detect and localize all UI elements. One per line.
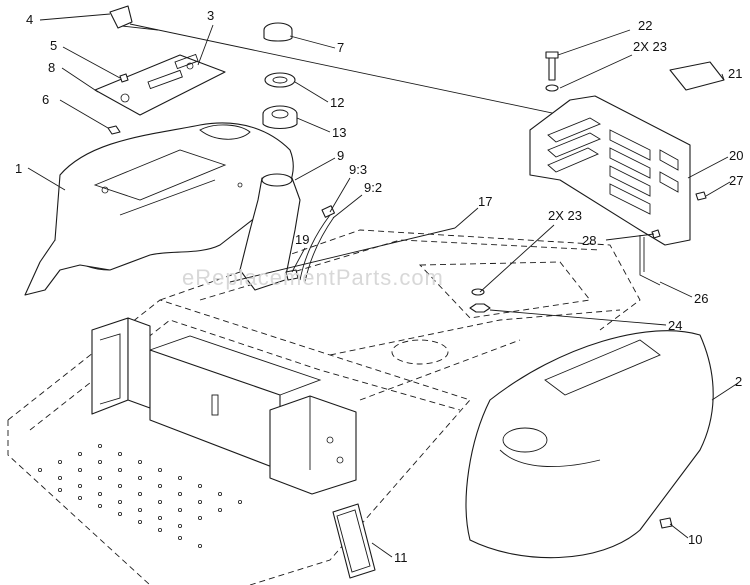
part-26-hook-rod xyxy=(639,235,661,286)
leader-lines xyxy=(27,13,739,558)
callout-2: 2 xyxy=(735,374,742,389)
callout-23-top: 2X 23 xyxy=(633,39,667,54)
part-11-decal xyxy=(332,503,376,579)
part-3-control-panel xyxy=(94,53,226,116)
callout-24: 24 xyxy=(668,318,682,333)
callout-9-2: 9:2 xyxy=(364,180,382,195)
part-5-screw xyxy=(119,73,129,83)
callout-1: 1 xyxy=(15,161,22,176)
part-22-bolt xyxy=(545,51,559,81)
part-1-fender-pod xyxy=(24,122,294,296)
callout-9: 9 xyxy=(337,148,344,163)
fuel-line xyxy=(299,205,335,283)
callout-5: 5 xyxy=(50,38,57,53)
callout-7: 7 xyxy=(337,40,344,55)
part-6-nut xyxy=(107,125,121,135)
callout-28: 28 xyxy=(582,233,596,248)
callout-8: 8 xyxy=(48,60,55,75)
frame-bracket-left xyxy=(91,317,151,415)
callout-22: 22 xyxy=(638,18,652,33)
callout-27: 27 xyxy=(729,173,743,188)
callout-12: 12 xyxy=(330,95,344,110)
callout-11: 11 xyxy=(394,550,408,565)
callout-19: 19 xyxy=(295,232,309,247)
frame-bracket-right xyxy=(269,395,357,495)
callout-23-frame: 2X 23 xyxy=(548,208,582,223)
part-24-nut xyxy=(469,303,491,313)
part-2-hood xyxy=(465,330,714,559)
part-10-screw xyxy=(659,517,673,529)
callout-26: 26 xyxy=(694,291,708,306)
callout-13: 13 xyxy=(332,125,346,140)
part-7-fuel-cap xyxy=(263,22,293,42)
part-9-fuel-tank-filler xyxy=(239,173,301,291)
part-23-washer-top xyxy=(545,84,559,92)
part-27-screw xyxy=(695,191,707,201)
callout-17: 17 xyxy=(478,194,492,209)
callout-6: 6 xyxy=(42,92,49,107)
watermark-text: eReplacementParts.com xyxy=(182,265,444,290)
part-28-screw xyxy=(651,229,661,239)
part-21-decal xyxy=(669,61,725,91)
part-20-rear-shield xyxy=(529,95,691,246)
frame-floor-pan xyxy=(7,229,641,585)
callout-3: 3 xyxy=(207,8,214,23)
callout-10: 10 xyxy=(688,532,702,547)
callout-4: 4 xyxy=(26,12,33,27)
part-13-seal-ring xyxy=(262,105,298,130)
floor-perforations xyxy=(38,443,242,549)
part-17-throttle-rod xyxy=(229,227,456,283)
callout-21: 21 xyxy=(728,66,742,81)
callout-9-3: 9:3 xyxy=(349,162,367,177)
callout-labels: 4 3 5 8 6 1 7 12 13 9 9:3 9:2 17 19 22 2… xyxy=(15,8,743,565)
part-12-washer xyxy=(264,72,296,88)
callout-20: 20 xyxy=(729,148,743,163)
